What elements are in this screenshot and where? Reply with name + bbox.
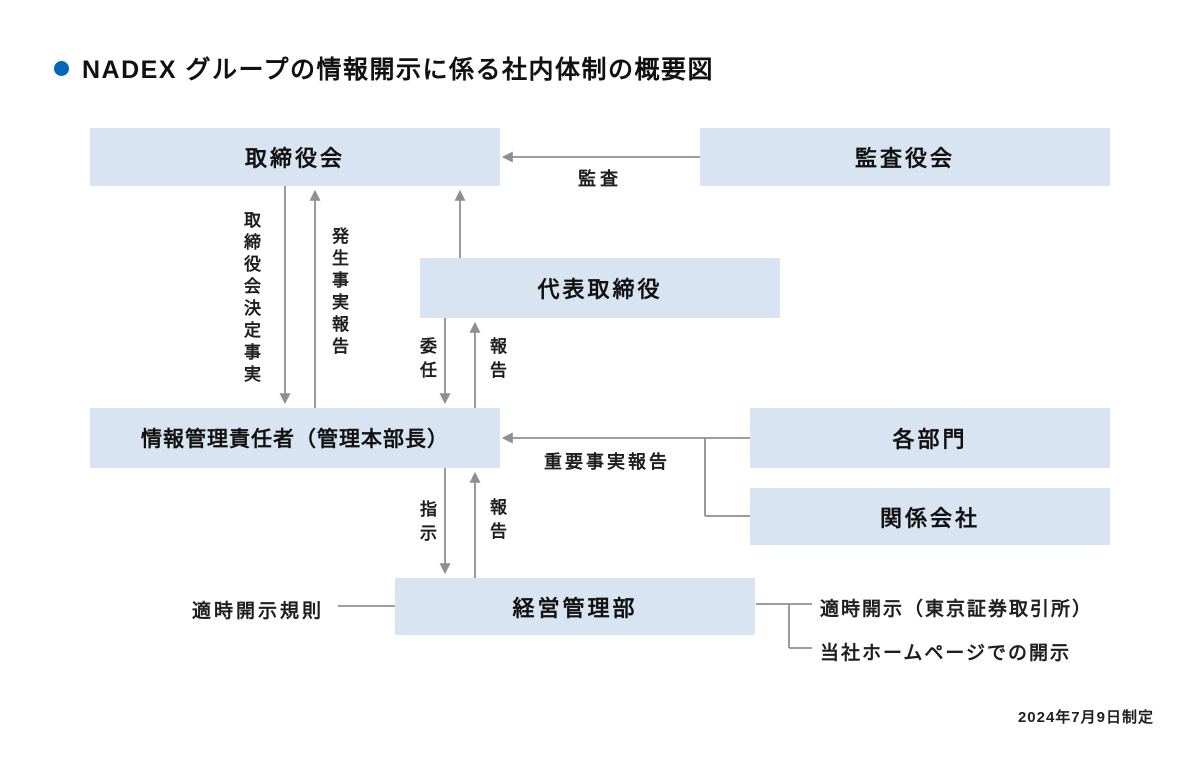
label-established-date: 2024年7月9日制定 xyxy=(1017,709,1154,726)
bullet-icon xyxy=(54,60,69,76)
diagram-title-row: NADEX グループの情報開示に係る社内体制の概要図 xyxy=(54,50,714,86)
box-board-of-directors: 取締役会 xyxy=(90,128,500,186)
label-report-to-management: 報告 xyxy=(487,498,506,546)
label-occurred-facts-report: 発生事実報告 xyxy=(329,227,348,359)
label-board-decided-facts: 取締役会決定事実 xyxy=(241,211,260,387)
label-tse-disclosure: 適時開示（東京証券取引所） xyxy=(820,599,1094,620)
label-report-to-representative: 報告 xyxy=(487,337,506,385)
box-audit-board: 監査役会 xyxy=(700,128,1110,186)
box-information-manager: 情報管理責任者（管理本部長） xyxy=(90,408,500,468)
label-important-facts-report: 重要事実報告 xyxy=(544,452,670,472)
label-delegation: 委任 xyxy=(417,337,436,385)
label-timely-disclosure-rules: 適時開示規則 xyxy=(192,601,325,622)
box-representative-director: 代表取締役 xyxy=(420,258,780,318)
diagram-title: NADEX グループの情報開示に係る社内体制の概要図 xyxy=(82,56,714,84)
box-departments: 各部門 xyxy=(750,408,1110,468)
label-website-disclosure: 当社ホームページでの開示 xyxy=(820,643,1072,664)
label-instruction: 指示 xyxy=(417,500,436,548)
box-affiliated-companies: 関係会社 xyxy=(750,488,1110,545)
label-audit: 監査 xyxy=(578,169,622,189)
box-management-dept: 経営管理部 xyxy=(395,578,755,635)
